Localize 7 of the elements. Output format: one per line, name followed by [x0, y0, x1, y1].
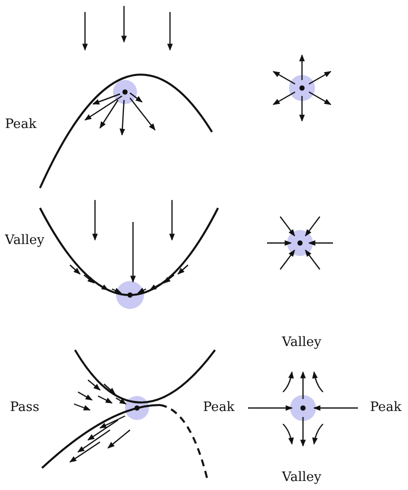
direction-label: Valley — [282, 470, 322, 485]
region-label: Peak — [5, 117, 36, 132]
region-label: Valley — [5, 233, 44, 248]
direction-label: Peak — [370, 400, 402, 415]
direction-label: Peak — [203, 400, 234, 415]
direction-label: Valley — [282, 335, 322, 350]
region-label: Pass — [10, 400, 40, 415]
